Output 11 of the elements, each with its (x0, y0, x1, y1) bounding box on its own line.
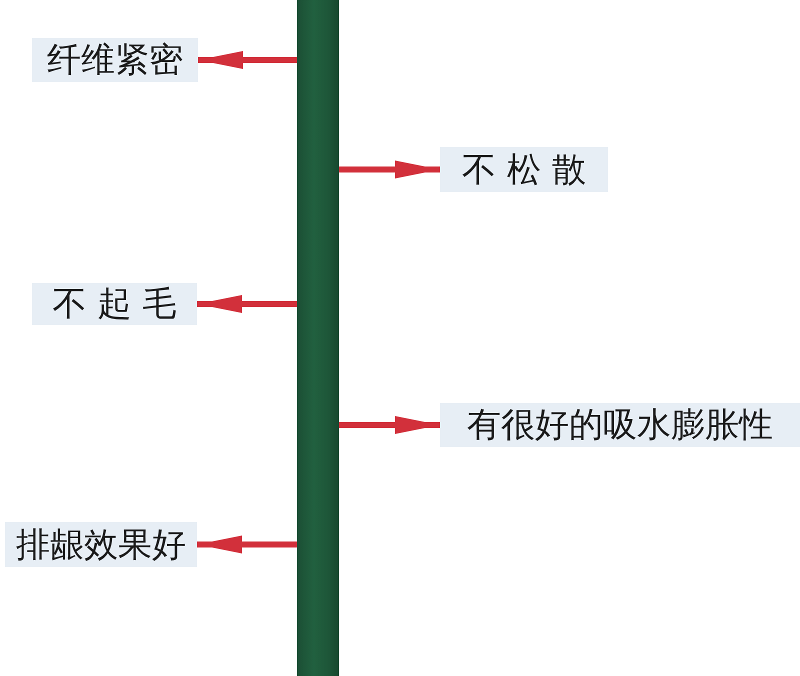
arrow (197, 536, 297, 554)
arrow (339, 160, 440, 178)
vertical-strip (297, 0, 339, 676)
feature-label: 不起毛 (32, 283, 197, 325)
arrow (197, 295, 297, 313)
arrow (339, 416, 440, 434)
feature-label: 排龈效果好 (5, 522, 197, 567)
feature-label: 有很好的吸水膨胀性 (440, 403, 800, 447)
arrow (198, 51, 297, 69)
feature-label: 不松散 (440, 147, 608, 192)
feature-label: 纤维紧密 (32, 38, 198, 82)
